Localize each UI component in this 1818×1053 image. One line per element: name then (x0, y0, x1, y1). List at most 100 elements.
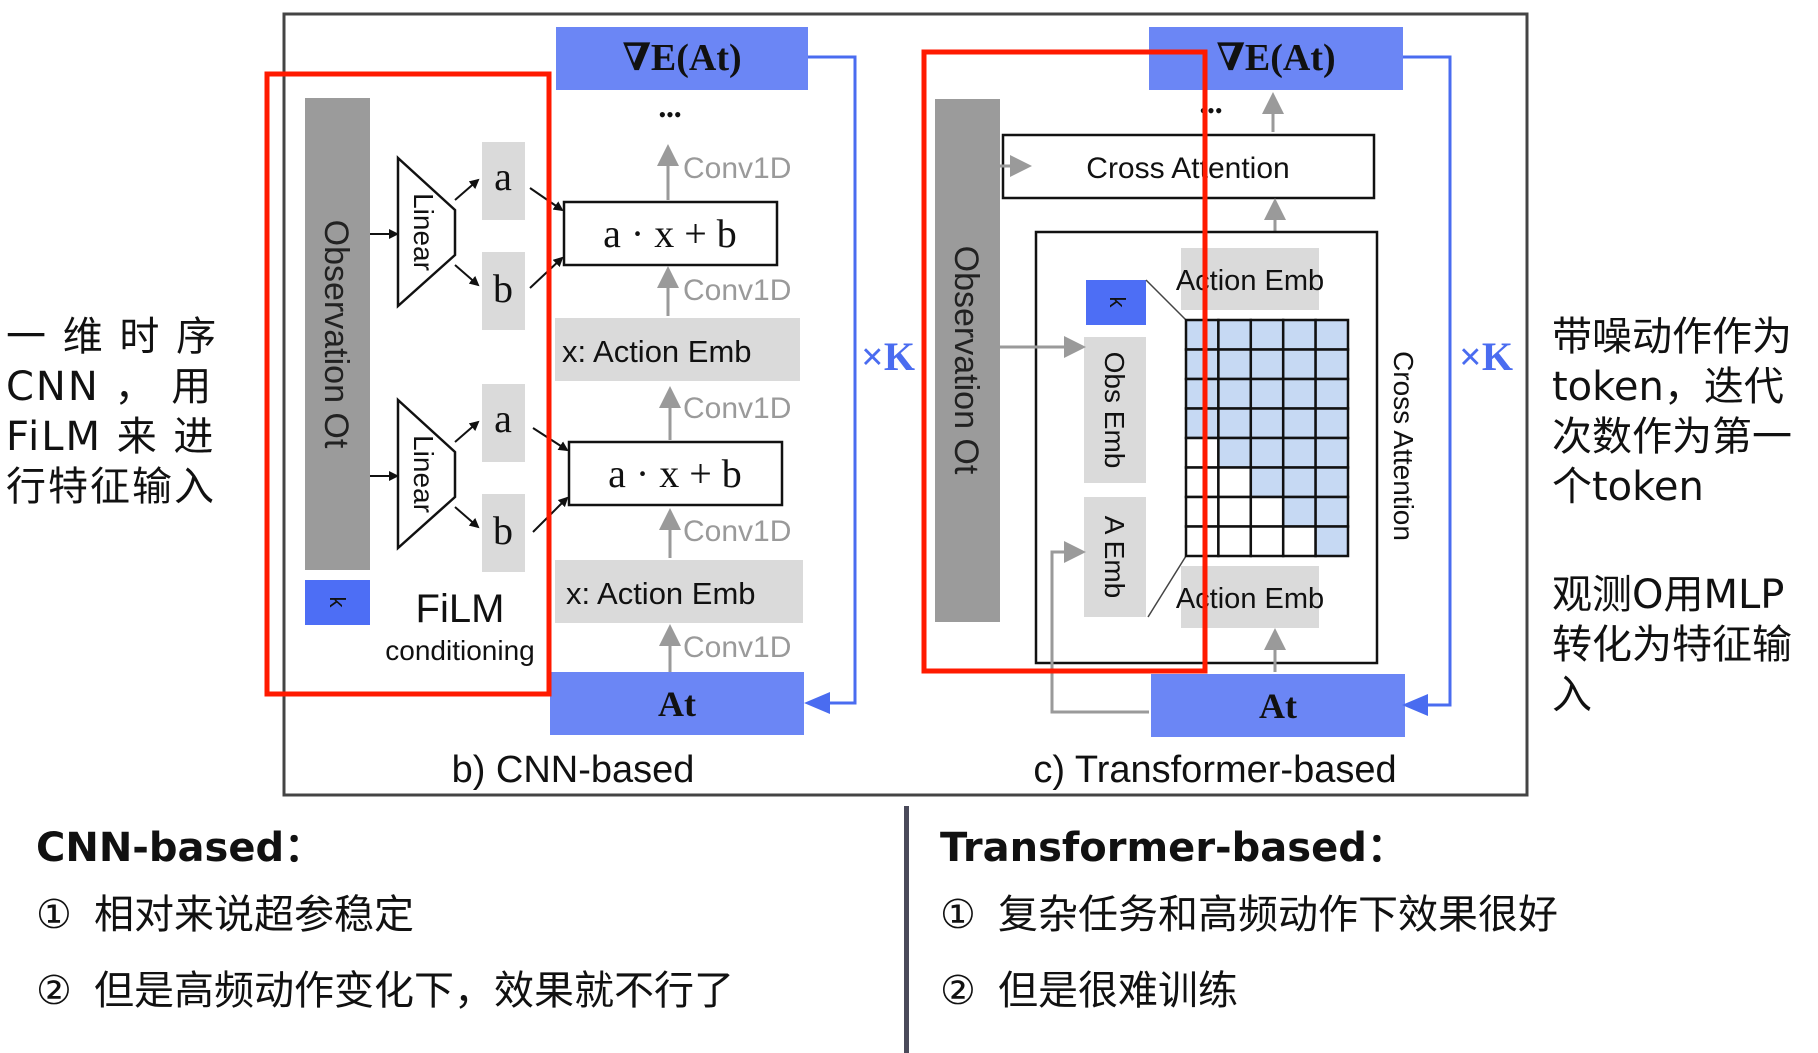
tr-arrow-action-aemb (1050, 541, 1149, 714)
mask-cell-attend (1281, 318, 1317, 351)
tr-a-emb-box (1084, 497, 1146, 617)
tr-attention-mask-grid (1184, 318, 1350, 558)
left-annotation-line: 行特征输入 (6, 464, 216, 510)
tr-grid-connector-bottom (1147, 555, 1187, 618)
tr-obs-emb-label: Obs Emb (1099, 352, 1130, 469)
arrow-linear-a-top (454, 178, 480, 201)
summary-cnn-item: ① 相对来说超参稳定 (36, 891, 734, 939)
cnn-film-formula-bottom: a · x + b (608, 451, 742, 496)
cnn-k-label: k (325, 597, 350, 609)
mask-cell-blocked (1217, 525, 1253, 558)
mask-cell-blocked (1217, 466, 1253, 499)
cnn-film-box-top (562, 200, 779, 267)
conv-label-2: Conv1D (683, 274, 791, 307)
right-annotation-line: 个token (1552, 464, 1704, 510)
right-annotation-token: 带噪动作作为 token，迭代 次数作为第一 个token (1552, 312, 1818, 512)
cnn-action-emb-top-label: x: Action Emb (562, 334, 752, 369)
cnn-linear-bottom (396, 397, 457, 551)
cnn-output-label: ∇E(At) (622, 37, 741, 79)
right-annotation-line: 转化为特征输 (1552, 622, 1792, 668)
tr-observation-bar (935, 99, 1000, 622)
mask-cell-attend (1314, 525, 1350, 558)
tr-cross-attention-label: Cross Attention (1086, 152, 1289, 185)
cnn-linear-bottom-label: Linear (408, 435, 439, 513)
cnn-action-emb-bottom (555, 560, 803, 623)
item-number: ① (940, 892, 976, 938)
mask-cell-attend (1184, 348, 1220, 381)
mask-cell-attend (1249, 466, 1285, 499)
cnn-action-emb-top (555, 318, 800, 381)
mask-cell-blocked (1217, 495, 1253, 528)
mask-cell-attend (1314, 495, 1350, 528)
arrow-linear-b-top (454, 264, 480, 287)
summary-cnn: CNN-based： ① 相对来说超参稳定 ② 但是高频动作变化下，效果就不行了 (36, 815, 734, 1043)
summary-cnn-item: ② 但是高频动作变化下，效果就不行了 (36, 967, 734, 1015)
mask-cell-attend (1281, 348, 1317, 381)
tr-input-box (1151, 674, 1405, 737)
tr-cross-attention-box (1001, 133, 1376, 200)
mask-cell-attend (1314, 436, 1350, 469)
mask-cell-blocked (1249, 495, 1285, 528)
cnn-film-title: FiLM (416, 587, 505, 631)
tr-k-label: k (1105, 297, 1130, 309)
item-text: 相对来说超参稳定 (94, 892, 414, 938)
tr-grid-connector-top (1145, 279, 1187, 321)
tr-iteration-loop (1402, 55, 1452, 716)
mask-cell-attend (1249, 436, 1285, 469)
mask-cell-attend (1217, 348, 1253, 381)
left-annotation-line: FiLM 来 进 (6, 414, 216, 460)
mask-cell-attend (1249, 377, 1285, 410)
tr-action-emb-top-label: Action Emb (1176, 265, 1324, 297)
mask-cell-blocked (1281, 525, 1317, 558)
right-annotation-line: 带噪动作作为 (1552, 314, 1792, 360)
mask-cell-attend (1281, 495, 1317, 528)
tr-observation-label: Observation Ot (947, 246, 985, 475)
tr-output-label: ∇E(At) (1216, 37, 1335, 79)
cnn-caption: b) CNN-based (452, 749, 695, 791)
mask-cell-blocked (1184, 466, 1220, 499)
mask-cell-blocked (1184, 436, 1220, 469)
cnn-linear-top (396, 155, 457, 309)
cnn-iteration-loop (804, 55, 857, 714)
arrow-linear-a-bottom (454, 420, 480, 443)
cnn-film-box-bottom (567, 440, 784, 507)
summary-cnn-title: CNN-based： (36, 825, 325, 871)
left-annotation: 一 维 时 序 CNN ， 用 FiLM 来 进 行特征输入 (6, 312, 236, 512)
tr-obs-emb-box (1084, 337, 1146, 483)
tr-output-box (1149, 27, 1403, 90)
item-number: ② (36, 968, 72, 1014)
left-annotation-line: 一 维 时 序 (6, 314, 219, 360)
conv-label-4: Conv1D (683, 515, 791, 548)
mask-cell-attend (1314, 407, 1350, 440)
cnn-b-label-top: b (493, 266, 513, 311)
tr-action-emb-bottom-label: Action Emb (1176, 583, 1324, 615)
mask-cell-blocked (1184, 525, 1220, 558)
item-text: 但是高频动作变化下，效果就不行了 (94, 968, 734, 1014)
arrow-linear-b-bottom (454, 506, 480, 529)
tr-a-emb-label: A Emb (1099, 516, 1130, 598)
cnn-input-box (550, 672, 804, 735)
right-annotation-line: 观测O用MLP (1552, 572, 1785, 618)
item-number: ② (940, 968, 976, 1014)
conv-label-5: Conv1D (683, 631, 791, 664)
right-annotation-line: token，迭代 (1552, 364, 1784, 410)
tr-loop-label: ×K (1459, 334, 1513, 379)
mask-cell-attend (1314, 318, 1350, 351)
cnn-loop-label: ×K (861, 334, 915, 379)
tr-caption: c) Transformer-based (1033, 749, 1396, 791)
mask-cell-attend (1184, 318, 1220, 351)
tr-k-box (1086, 280, 1146, 325)
summary-transformer-title: Transformer-based： (940, 825, 1407, 871)
mask-cell-attend (1281, 407, 1317, 440)
mask-cell-attend (1217, 377, 1253, 410)
item-number: ① (36, 892, 72, 938)
highlight-film-conditioning (264, 71, 552, 697)
cnn-k-box (305, 580, 370, 625)
cnn-a-label-bottom: a (494, 396, 512, 441)
mask-cell-attend (1314, 348, 1350, 381)
mask-cell-blocked (1249, 525, 1285, 558)
mask-cell-attend (1314, 377, 1350, 410)
cnn-b-label-bottom: b (493, 508, 513, 553)
